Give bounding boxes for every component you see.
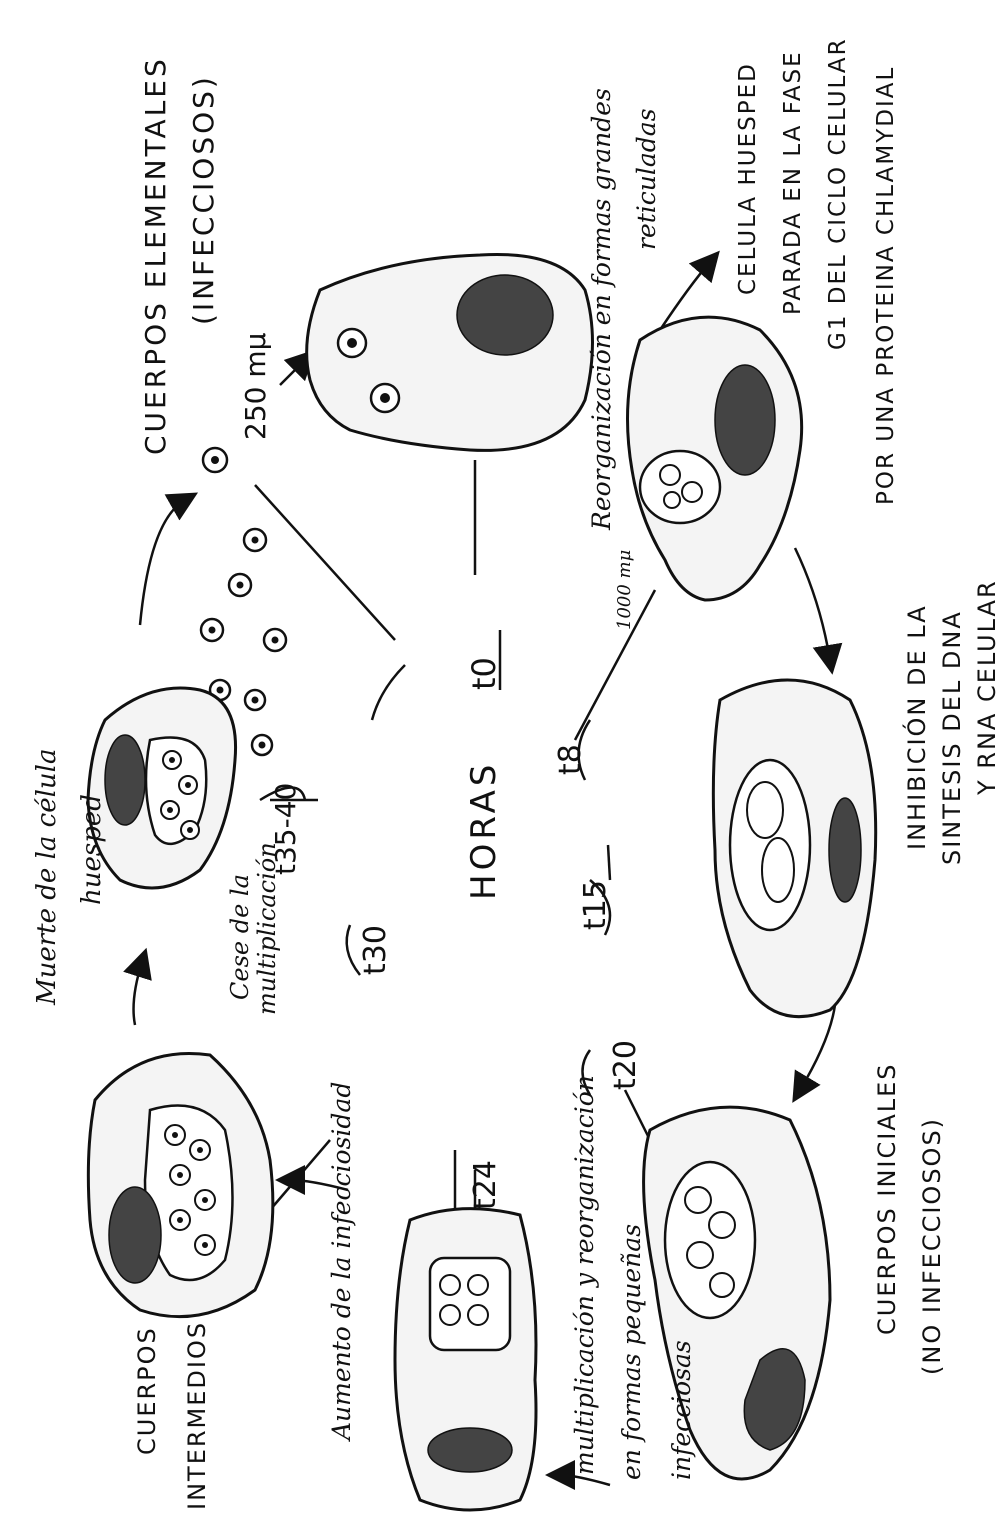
cell-t0 — [307, 254, 593, 450]
label-reorganizacion: Reorganización en formas grandes — [587, 88, 616, 531]
label-size-1000: 1000 mμ — [614, 550, 635, 630]
label-rna: Y RNA CELULAR — [973, 579, 1001, 796]
cell-t24 — [395, 1209, 536, 1510]
label-g1-ciclo: G1 DEL CICLO CELULAR — [825, 37, 851, 350]
label-t35-40: t35-40 — [269, 783, 302, 875]
time-markers — [260, 630, 610, 1210]
cell-t15 — [713, 680, 875, 1017]
label-sintesis: SINTESIS DEL DNA — [938, 610, 966, 865]
label-t8: t8 — [553, 744, 588, 775]
cell-t8 — [628, 317, 802, 600]
cell-t30 — [88, 1053, 273, 1316]
label-no-infecciosos: (NO INFECCIOSOS) — [918, 1117, 946, 1375]
label-t30: t30 — [358, 925, 393, 975]
cell-t35-40 — [88, 688, 236, 888]
label-infecciosos: (INFECCIOSOS) — [187, 74, 220, 325]
label-cese: Cese de la — [226, 874, 254, 1000]
label-size-250: 250 mμ — [239, 332, 272, 440]
label-multiplicacion: multiplicación y reorganización — [570, 1075, 599, 1475]
label-horas: HORAS — [464, 761, 504, 900]
label-parada-fase: PARADA EN LA FASE — [780, 50, 806, 315]
label-t20: t20 — [608, 1040, 643, 1090]
label-proteina: POR UNA PROTEINA CHLAMYDIAL — [873, 66, 899, 505]
label-muerte: Muerte de la célula — [32, 749, 62, 1006]
label-inhibicion: INHIBICIÓN DE LA — [901, 604, 931, 850]
label-huesped: huesped — [77, 794, 107, 905]
label-cuerpos: CUERPOS — [133, 1326, 161, 1455]
label-t24: t24 — [468, 1160, 503, 1210]
label-cuerpos-iniciales: CUERPOS INICIALES — [873, 1062, 901, 1335]
label-aumento: Aumento de la infecciosidad — [327, 1082, 356, 1442]
label-infecciosas: infecciosas — [667, 1340, 696, 1480]
label-cuerpos-elementales: CUERPOS ELEMENTALES — [139, 56, 172, 455]
label-formas-pequenas: en formas pequeñas — [617, 1224, 646, 1480]
label-intermedios: INTERMEDIOS — [183, 1321, 211, 1510]
label-celula-huesped: CELULA HUESPED — [735, 62, 761, 295]
label-t0: t0 — [465, 657, 503, 690]
label-reticuladas: reticuladas — [632, 108, 661, 250]
